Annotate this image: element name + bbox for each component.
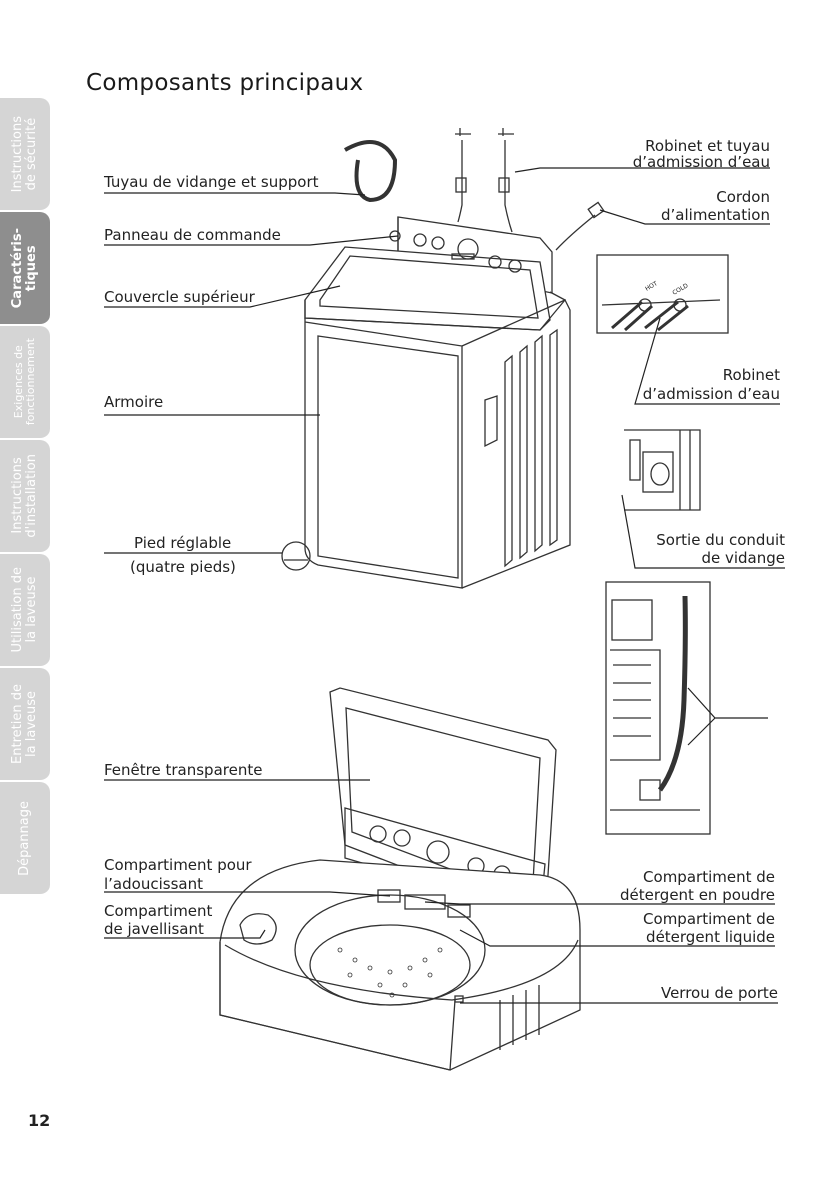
label-faucet-hose: Robinet et tuyau — [645, 137, 770, 155]
label-powder-detergent: Compartiment de — [643, 868, 775, 886]
label-bleach-2: de javellisant — [104, 920, 204, 938]
label-drain-outlet: Sortie du conduit — [656, 531, 785, 549]
label-liquid-detergent-2: détergent liquide — [646, 928, 775, 946]
label-softener-2: l’adoucissant — [104, 875, 203, 893]
tab-features[interactable]: Caractéris- tiques — [0, 212, 50, 325]
tab-care[interactable]: Entretien de la laveuse — [0, 668, 50, 781]
inset-rear-hose — [605, 581, 711, 835]
label-water-inlet: Robinet — [722, 366, 780, 384]
inset-water-inlets — [596, 254, 729, 334]
page-number: 12 — [28, 1111, 51, 1130]
tab-troubleshooting[interactable]: Dépannage — [0, 782, 50, 895]
label-door-lock: Verrou de porte — [660, 984, 778, 1002]
label-faucet-hose-2: d’admission d’eau — [632, 153, 770, 171]
label-powder-detergent-2: détergent en poudre — [620, 886, 775, 904]
inset-drain-outlet — [624, 429, 701, 511]
label-top-lid: Couvercle supérieur — [104, 288, 255, 306]
section-tabs: Instructions de sécurité Caractéris- tiq… — [0, 98, 50, 900]
washer-open-view — [219, 687, 581, 1071]
label-leveling-foot-count: (quatre pieds) — [130, 558, 236, 576]
tab-operating-requirements[interactable]: Exigences de fonctionnement — [0, 326, 50, 439]
label-cabinet: Armoire — [104, 393, 164, 411]
tab-using-washer[interactable]: Utilisation de la laveuse — [0, 554, 50, 667]
page-title: Composants principaux — [86, 70, 364, 96]
label-liquid-detergent: Compartiment de — [643, 910, 775, 928]
label-drain-hose: Tuyau de vidange et support — [104, 173, 319, 191]
tab-installation[interactable]: Instructions d'installation — [0, 440, 50, 553]
label-transparent-window: Fenêtre transparente — [104, 761, 263, 779]
label-drain-outlet-2: de vidange — [701, 549, 785, 567]
label-softener: Compartiment pour — [104, 856, 252, 874]
label-water-inlet-2: d’admission d’eau — [642, 385, 780, 403]
label-power-cord-2: d’alimentation — [661, 206, 770, 224]
label-control-panel: Panneau de commande — [104, 226, 281, 244]
tab-safety[interactable]: Instructions de sécurité — [0, 98, 50, 211]
leader-lines — [104, 167, 785, 1004]
label-leveling-foot: Pied réglable — [134, 534, 232, 552]
label-power-cord: Cordon — [716, 188, 770, 206]
label-bleach: Compartiment — [104, 902, 213, 920]
washer-top-view — [281, 128, 605, 589]
